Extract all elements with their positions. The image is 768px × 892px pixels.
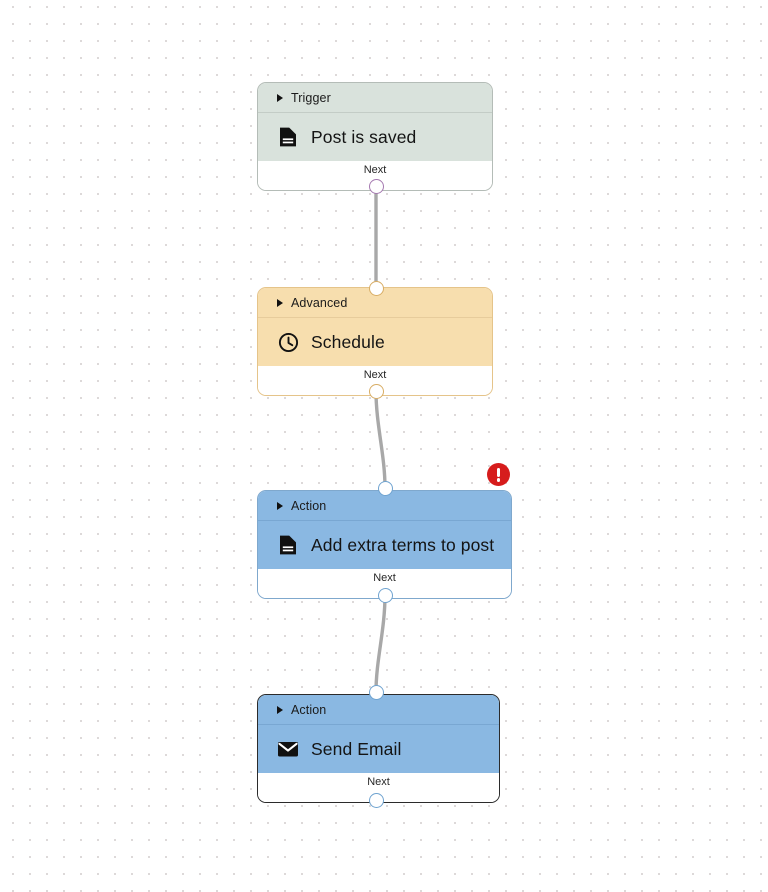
edge-action1-to-action2 — [374, 593, 387, 694]
envelope-icon — [277, 738, 299, 760]
node-category-label: Trigger — [291, 90, 331, 105]
node-header-trigger[interactable]: Trigger — [258, 83, 492, 112]
node-category-label: Action — [291, 702, 327, 717]
node-body-action-add-terms[interactable]: Add extra terms to post — [258, 521, 511, 569]
node-category-label: Advanced — [291, 295, 348, 310]
node-header-action-send-email[interactable]: Action — [258, 695, 499, 724]
node-divider — [258, 112, 492, 113]
node-footer-label: Next — [367, 776, 390, 788]
node-footer-label: Next — [363, 164, 387, 176]
clock-icon — [277, 331, 299, 353]
workflow-node-action-send-email[interactable]: Action Send Email Next — [257, 694, 500, 803]
node-title: Post is saved — [311, 126, 417, 147]
error-bang-stem — [496, 467, 501, 477]
node-title: Send Email — [311, 738, 402, 759]
node-title: Add extra terms to post — [311, 534, 495, 555]
output-handle-trigger[interactable] — [368, 178, 384, 194]
output-handle-action-add-terms[interactable] — [377, 588, 393, 603]
node-divider — [258, 520, 511, 521]
edge-advanced-to-action1 — [374, 389, 387, 490]
expand-caret-icon[interactable] — [277, 93, 283, 102]
node-divider — [258, 317, 492, 318]
error-exclamation-icon[interactable] — [487, 463, 510, 486]
input-handle-advanced[interactable] — [368, 281, 384, 296]
workflow-node-action-add-terms[interactable]: Action Add extra terms to post Next — [257, 490, 512, 599]
output-handle-action-send-email[interactable] — [368, 793, 384, 808]
expand-caret-icon[interactable] — [277, 705, 283, 714]
node-footer-label: Next — [363, 369, 387, 381]
node-body-trigger[interactable]: Post is saved — [258, 113, 492, 161]
input-handle-action-add-terms[interactable] — [377, 481, 393, 496]
workflow-node-trigger[interactable]: Trigger Post is saved Next — [257, 82, 493, 191]
document-icon — [277, 126, 299, 148]
node-body-action-send-email[interactable]: Send Email — [258, 725, 499, 773]
node-category-label: Action — [291, 498, 327, 513]
expand-caret-icon[interactable] — [277, 501, 283, 510]
node-divider — [258, 724, 499, 725]
error-bang-dot — [496, 478, 501, 482]
document-icon — [277, 534, 299, 556]
workflow-node-advanced[interactable]: Advanced Schedule Next — [257, 287, 493, 396]
node-title: Schedule — [311, 331, 385, 352]
input-handle-action-send-email[interactable] — [368, 685, 384, 700]
node-footer-label: Next — [373, 572, 396, 584]
output-handle-advanced[interactable] — [368, 384, 384, 399]
expand-caret-icon[interactable] — [277, 298, 283, 307]
node-body-advanced[interactable]: Schedule — [258, 318, 492, 366]
